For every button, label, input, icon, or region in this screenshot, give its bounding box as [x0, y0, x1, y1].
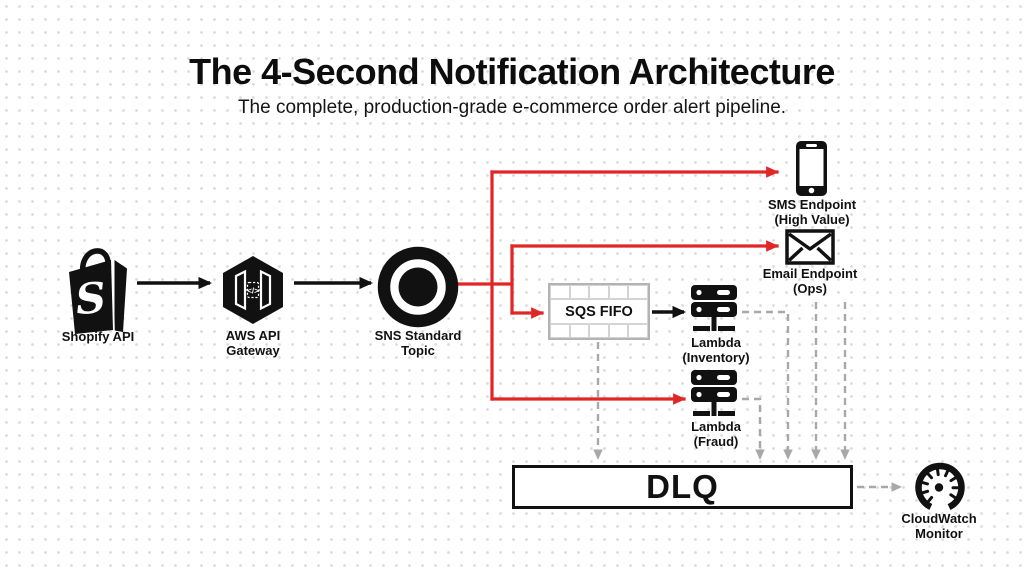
envelope-icon: [785, 229, 835, 265]
dlq-node: DLQ: [512, 465, 853, 509]
page-title: The 4-Second Notification Architecture: [189, 51, 835, 92]
email-endpoint-label: Email Endpoint (Ops): [762, 266, 858, 296]
shopify-bag-icon: S: [69, 248, 127, 334]
edge-lambda-inventory-dlq: [742, 310, 793, 460]
svg-text:S: S: [74, 273, 108, 324]
page-subtitle: The complete, production-grade e-commerc…: [237, 97, 787, 118]
code-glyph: </>: [247, 287, 259, 296]
gauge-icon: [915, 462, 965, 513]
sqs-grid-row: [550, 324, 648, 338]
lambda-fraud-server-icon: [691, 370, 737, 416]
sqs-grid-row: [550, 285, 648, 299]
dlq-label: DLQ: [646, 468, 719, 505]
sns-topic-icon: [377, 246, 459, 328]
api-gateway-label: AWS API Gateway: [225, 328, 281, 358]
sms-endpoint-label: SMS Endpoint (High Value): [767, 197, 857, 227]
lambda-fraud-label: Lambda (Fraud): [691, 419, 741, 449]
api-gateway-hexagon-icon: </>: [223, 256, 283, 324]
lambda-inventory-label: Lambda (Inventory): [682, 335, 750, 365]
sns-topic-label: SNS Standard Topic: [374, 328, 462, 358]
lambda-inventory-server-icon: [691, 285, 737, 331]
sqs-fifo-label: SQS FIFO: [550, 299, 648, 324]
edge-lambda-fraud-dlq: [742, 397, 765, 460]
shopify-label: Shopify API: [61, 329, 135, 344]
cloudwatch-label: CloudWatch Monitor: [901, 511, 977, 541]
phone-icon: [796, 141, 827, 196]
sqs-fifo-node: SQS FIFO: [548, 283, 650, 340]
